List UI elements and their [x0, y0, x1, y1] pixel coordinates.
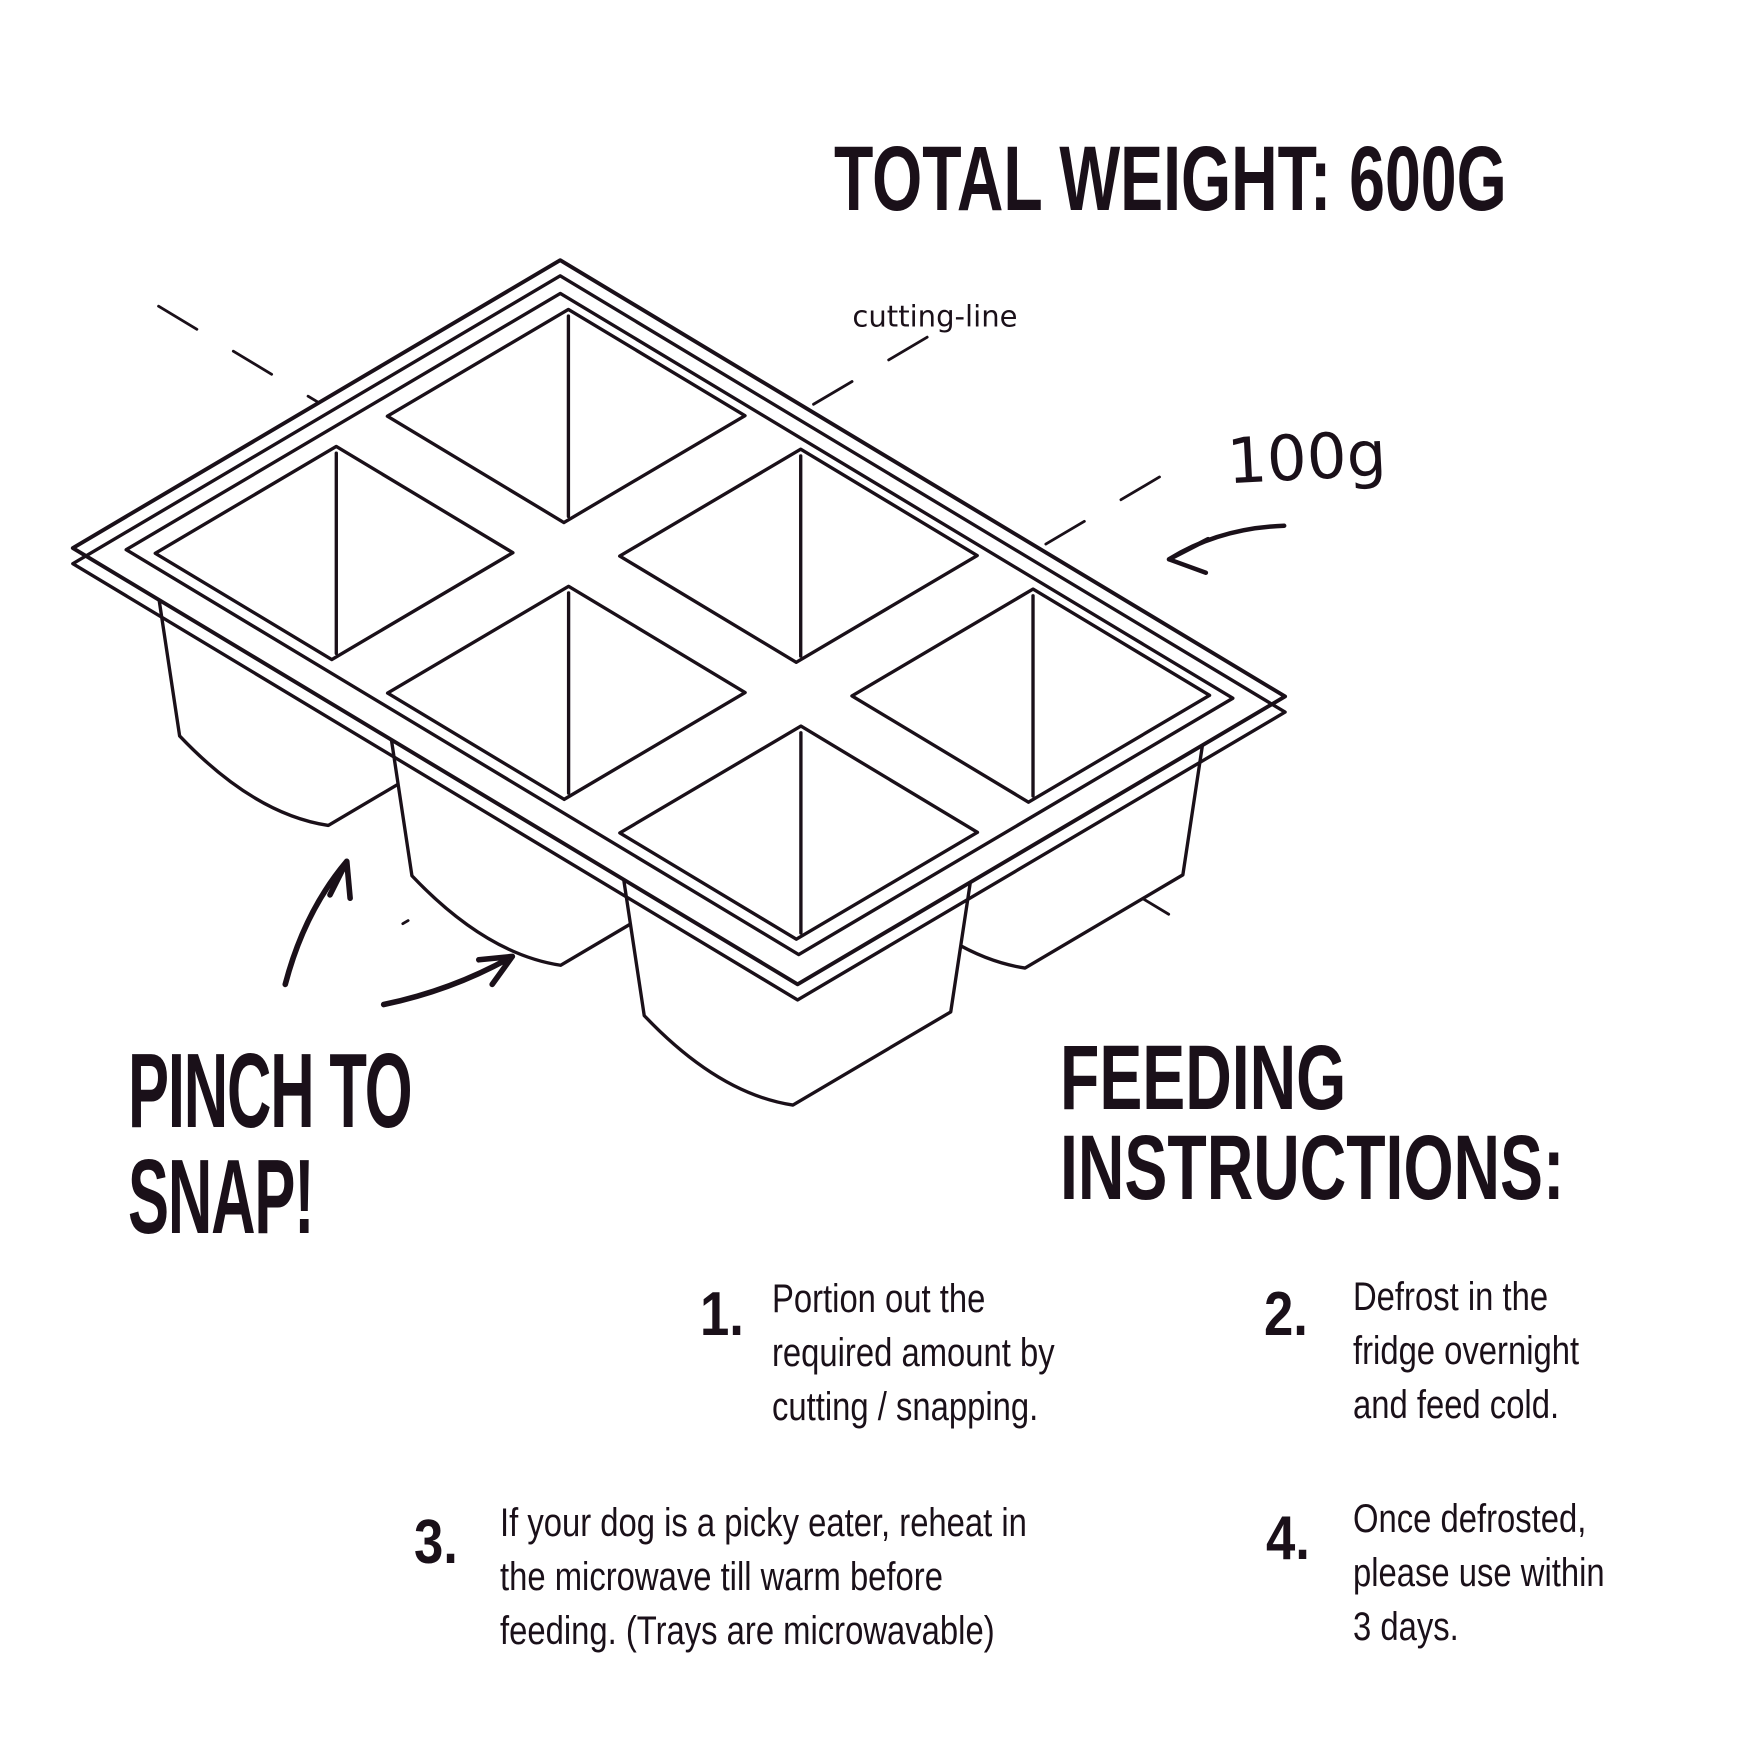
- instructions-heading-line1: FEEDING: [1060, 1027, 1347, 1129]
- pinch-arrow-left-icon: [282, 858, 353, 988]
- portion-weight-label: 100g: [1225, 417, 1388, 498]
- step-line: Once defrosted,: [1353, 1497, 1587, 1541]
- step-line: If your dog is a picky eater, reheat in: [500, 1501, 1027, 1545]
- step-3-text: If your dog is a picky eater, reheat in …: [500, 1496, 1027, 1658]
- step-1-number: 1.: [700, 1280, 744, 1349]
- tray-rim-inner: [124, 291, 1235, 957]
- step-line: and feed cold.: [1353, 1383, 1560, 1427]
- step-line: cutting / snapping.: [772, 1385, 1039, 1429]
- tray-cell: [850, 587, 1212, 804]
- tray-cell: [618, 724, 980, 941]
- step-line: please use within: [1353, 1551, 1605, 1595]
- step-4-text: Once defrosted, please use within 3 days…: [1353, 1492, 1605, 1654]
- step-2-text: Defrost in the fridge overnight and feed…: [1353, 1270, 1579, 1432]
- step-line: feeding. (Trays are microwavable): [500, 1609, 995, 1653]
- tray-cells: [153, 307, 1212, 941]
- step-3-number: 3.: [414, 1508, 458, 1577]
- tray-cell: [385, 307, 747, 525]
- step-line: the microwave till warm before: [500, 1555, 943, 1599]
- step-2-number: 2.: [1264, 1280, 1308, 1349]
- tray-cell: [618, 447, 979, 665]
- step-4-number: 4.: [1266, 1504, 1310, 1573]
- arrow-to-100g-icon: [1166, 523, 1287, 575]
- tray-cell: [153, 444, 515, 662]
- step-line: Defrost in the: [1353, 1275, 1549, 1319]
- step-line: fridge overnight: [1353, 1329, 1580, 1373]
- tray-rim-outer: [70, 258, 1288, 987]
- tray-cell: [385, 584, 747, 802]
- step-line: 3 days.: [1353, 1605, 1459, 1649]
- tray-rim: [70, 258, 1288, 1002]
- instructions-heading-line2: INSTRUCTIONS:: [1060, 1117, 1565, 1219]
- pinch-callout-line2: SNAP!: [128, 1138, 315, 1256]
- step-line: Portion out the: [772, 1277, 986, 1321]
- pinch-callout-line1: PINCH TO: [128, 1032, 413, 1150]
- cutting-line-label: cutting-line: [852, 300, 1017, 334]
- step-line: required amount by: [772, 1331, 1055, 1375]
- pinch-arrow-right-icon: [380, 953, 516, 1008]
- tray-rim-edge: [71, 274, 1287, 1002]
- total-weight-title: TOTAL WEIGHT: 600G: [834, 128, 1507, 230]
- step-1-text: Portion out the required amount by cutti…: [772, 1272, 1055, 1434]
